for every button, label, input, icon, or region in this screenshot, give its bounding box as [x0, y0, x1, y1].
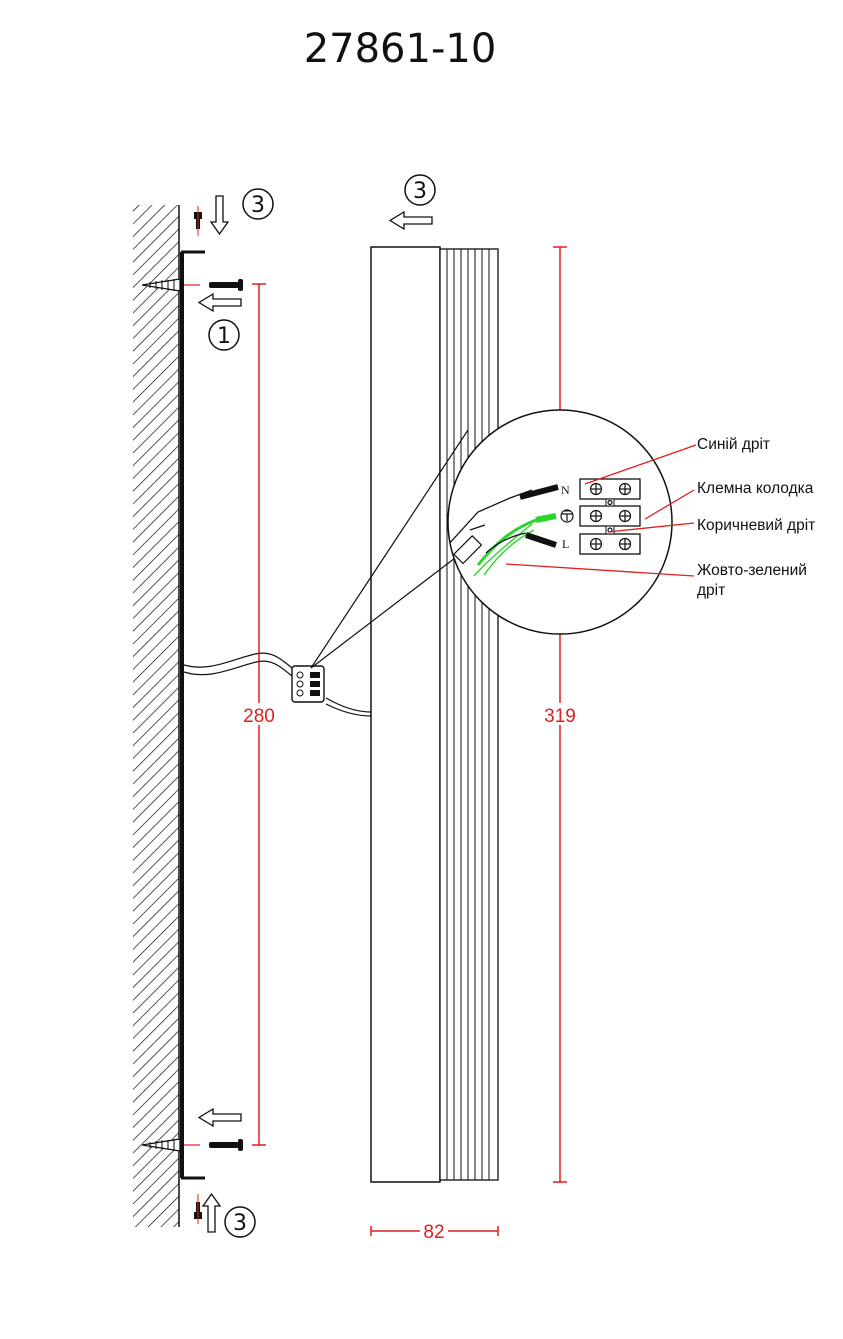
fixture-depth-dimension: 82	[370, 1222, 499, 1243]
yellow-green-wire-label-line1: Жовто-зелений	[697, 562, 807, 579]
mount-height-dimension: 280	[242, 283, 276, 1146]
svg-text:3: 3	[251, 193, 265, 218]
terminal-block-label: Клемна колодка	[697, 480, 814, 497]
svg-text:3: 3	[233, 1211, 247, 1236]
supply-cable	[183, 652, 293, 677]
callout-leaders	[505, 444, 697, 577]
live-terminal-letter: L	[562, 537, 569, 551]
brown-wire	[525, 532, 557, 548]
terminal-block	[579, 478, 641, 555]
fixture-height-label: 319	[544, 706, 576, 727]
up-arrow-icon	[201, 1192, 222, 1233]
step-1-marker: 1	[208, 319, 240, 351]
product-code-title: 27861-10	[304, 26, 497, 72]
step-3-marker-bottom: 3	[224, 1206, 256, 1238]
blue-wire-label: Синій дріт	[697, 436, 770, 453]
mounting-plate	[180, 250, 205, 1180]
left-arrow-icon-fixture	[388, 210, 433, 231]
ground-symbol-icon	[560, 509, 574, 523]
top-wall-anchor	[141, 278, 200, 292]
fixture-cable	[325, 697, 372, 717]
left-arrow-icon-bottom	[197, 1107, 242, 1128]
light-fixture	[370, 246, 499, 1183]
fixture-depth-label: 82	[423, 1222, 444, 1243]
top-set-screw-icon	[194, 206, 202, 236]
mount-height-label: 280	[243, 706, 275, 727]
neutral-terminal-letter: N	[561, 483, 570, 497]
wiring-detail	[447, 409, 673, 635]
left-arrow-icon-top	[197, 292, 242, 313]
step-3-marker-top: 3	[242, 188, 274, 220]
cable-connector-icon	[291, 665, 325, 703]
detail-zoom-lines	[310, 429, 469, 669]
top-screw	[209, 279, 243, 291]
blue-wire	[519, 484, 559, 500]
bottom-set-screw-icon	[194, 1194, 202, 1224]
step-3-marker-fixture: 3	[404, 174, 436, 206]
fixture-height-dimension: 319	[543, 246, 577, 1183]
yellow-green-wire	[535, 513, 557, 523]
yellow-green-wire-label-line2: дріт	[697, 582, 725, 599]
bottom-wall-anchor	[141, 1138, 200, 1152]
brown-wire-label: Коричневий дріт	[697, 517, 815, 534]
svg-text:3: 3	[413, 179, 427, 204]
down-arrow-icon	[209, 195, 230, 236]
svg-text:1: 1	[217, 324, 231, 349]
bottom-screw	[209, 1139, 243, 1151]
wall	[133, 205, 180, 1227]
